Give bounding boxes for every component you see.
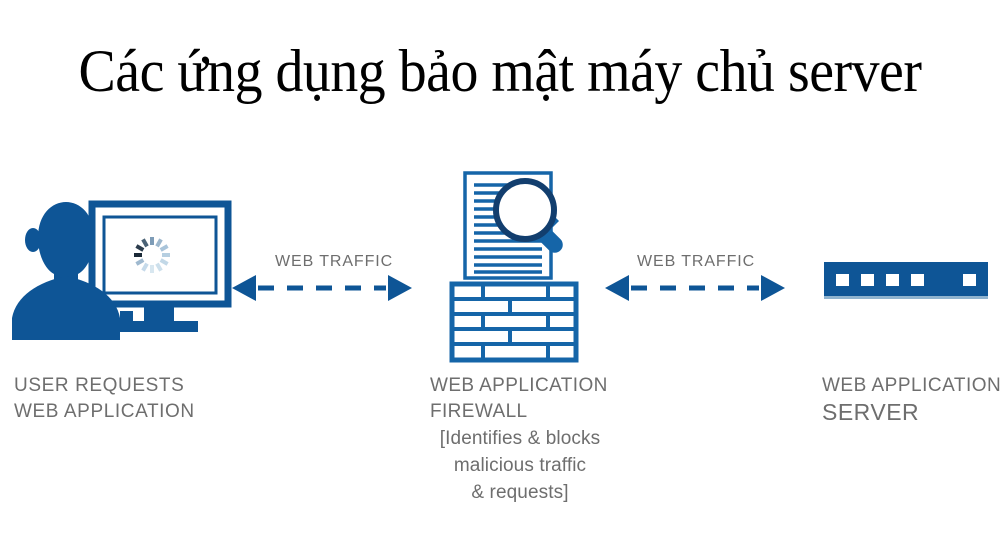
caption-user: USER REQUESTS WEB APPLICATION (14, 373, 195, 425)
user-at-monitor-icon (8, 198, 238, 353)
web-traffic-arrow-left (232, 275, 412, 301)
caption-waf: WEB APPLICATION FIREWALL [Identifies & b… (430, 373, 610, 506)
web-traffic-arrow-right (605, 275, 785, 301)
caption-waf-sub-line-2: malicious traffic (453, 455, 587, 476)
magnifier-shape (493, 178, 563, 253)
connector-label-left: WEB TRAFFIC (275, 253, 394, 270)
caption-server-line-1: WEB APPLICATION (822, 375, 1000, 396)
caption-waf-sub-line-1: [Identifies & blocks (439, 428, 601, 449)
caption-server: WEB APPLICATION SERVER (822, 373, 1000, 426)
rack-server-icon (824, 262, 988, 307)
caption-server-emphasis: SERVER (822, 399, 920, 425)
document-magnifier-brickwall-icon (447, 168, 597, 368)
caption-waf-line-1: WEB APPLICATION (430, 375, 608, 396)
connector-label-right: WEB TRAFFIC (637, 253, 756, 270)
caption-waf-sub-line-3: & requests] (471, 482, 569, 503)
caption-user-line-2: WEB APPLICATION (14, 401, 195, 422)
caption-user-line-1: USER REQUESTS (14, 375, 185, 396)
page-title: Các ứng dụng bảo mật máy chủ server (78, 38, 922, 104)
brick-wall-shape (449, 281, 579, 363)
caption-waf-line-2: FIREWALL (430, 401, 528, 422)
